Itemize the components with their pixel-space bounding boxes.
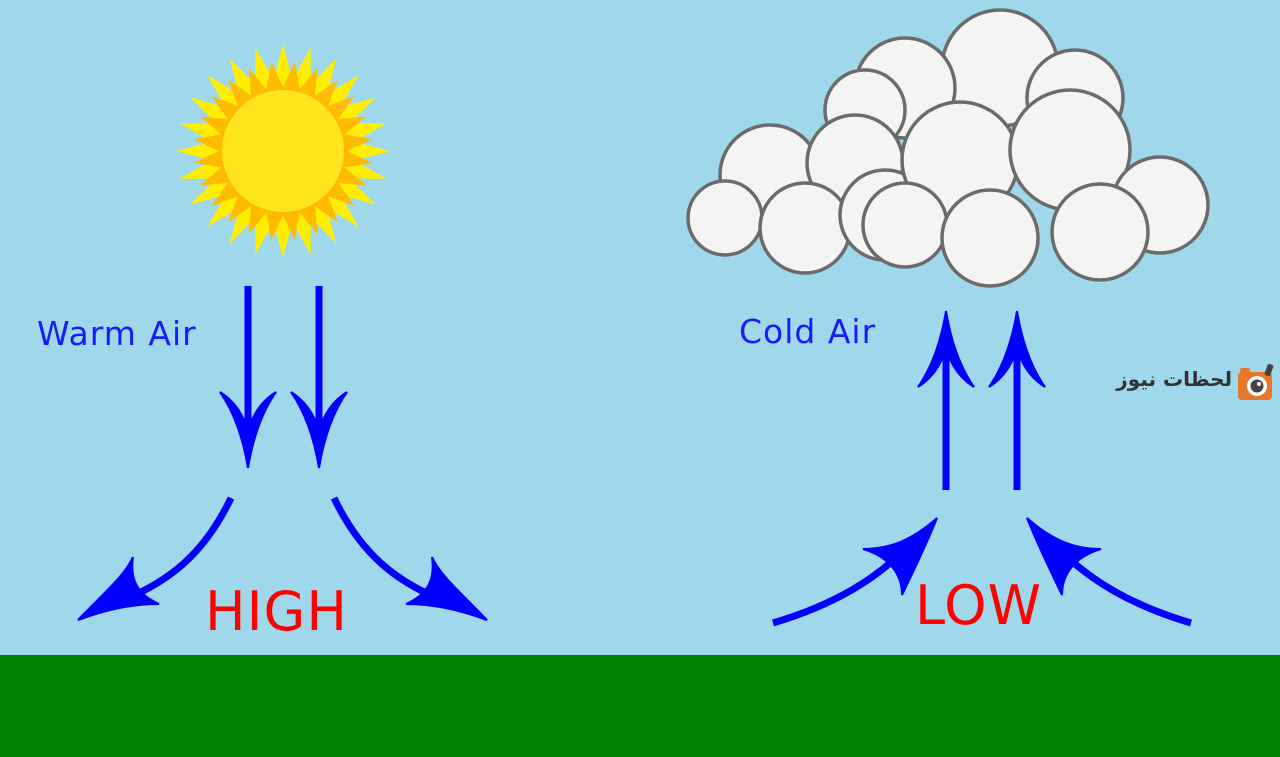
cold-air-up-arrow-left [917, 310, 975, 490]
air-flow-arrows [77, 286, 1193, 627]
watermark-logo: لحظات نيوز [1116, 362, 1278, 406]
cloud-puff-front [861, 88, 1210, 288]
warm-air-down-arrow-left [219, 286, 277, 469]
warm-air-down-arrow-right [290, 286, 348, 469]
warm-air-label: Warm Air [37, 314, 197, 353]
cloud-icon [686, 8, 1210, 288]
ground [0, 655, 1280, 757]
cold-air-up-arrow-right [988, 310, 1046, 490]
cold-air-label: Cold Air [739, 312, 877, 351]
watermark-text: لحظات نيوز [1116, 367, 1232, 391]
low-convergence-arrow-right [1026, 517, 1193, 627]
camera-logo-icon [1238, 363, 1274, 400]
high-pressure-label: HIGH [205, 580, 348, 643]
high-divergence-arrow-left [77, 496, 235, 621]
low-convergence-arrow-left [771, 517, 938, 627]
high-divergence-arrow-right [330, 496, 488, 621]
sun-core [220, 88, 346, 214]
sun-icon [176, 44, 390, 258]
low-pressure-label: LOW [915, 574, 1043, 637]
